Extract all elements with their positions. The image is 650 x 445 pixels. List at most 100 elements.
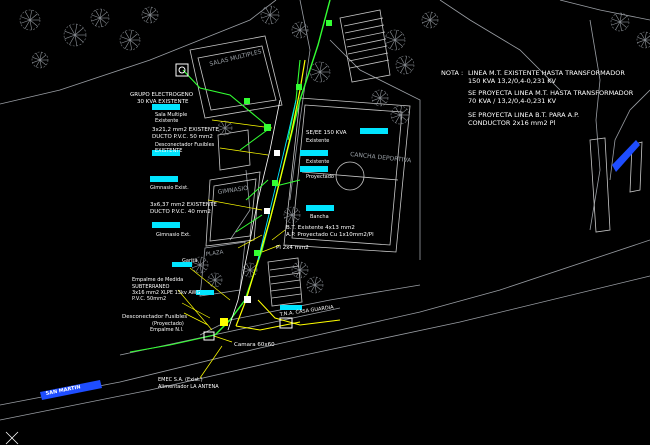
branch-b bbox=[245, 179, 269, 201]
ucs-icon bbox=[5, 431, 19, 445]
node-5 bbox=[254, 250, 260, 256]
tree-icon bbox=[371, 89, 389, 107]
branch-c bbox=[235, 214, 263, 233]
label-gimnasio-ext: Gimnasio Ext. bbox=[156, 232, 191, 238]
tree-icon bbox=[242, 262, 258, 278]
label-bt-line1: B.T. Existente 4x13 mm2 bbox=[286, 225, 355, 231]
tree-icon bbox=[217, 120, 233, 136]
street-label-box bbox=[40, 380, 102, 400]
label-existente: Existente bbox=[155, 118, 178, 124]
node-9 bbox=[326, 20, 332, 26]
nota-line-6: CONDUCTOR 2x16 mm2 Pl bbox=[468, 119, 556, 127]
node-7 bbox=[244, 98, 250, 104]
camara-symbol bbox=[203, 331, 215, 341]
equipment bbox=[175, 20, 332, 341]
label-bt-line2: A.P. Proyectado Cu 1x10mm2/Pl bbox=[286, 232, 374, 238]
nota-line-5: SE PROYECTA LINEA B.T. PARA A.P. bbox=[468, 111, 579, 119]
contour-3 bbox=[229, 169, 251, 241]
cancha-inner bbox=[291, 104, 403, 246]
branch-a bbox=[239, 127, 271, 151]
label-chips bbox=[150, 104, 388, 310]
tree-icon bbox=[207, 272, 223, 288]
creek-north bbox=[559, 0, 650, 21]
street-san-martin: SAN MARTIN bbox=[40, 380, 102, 400]
label-se: SE/EE 150 KVA bbox=[306, 130, 347, 136]
tree-icon bbox=[191, 256, 209, 274]
contour-1 bbox=[439, 0, 561, 91]
building-salas-multiples bbox=[189, 35, 283, 119]
node-1 bbox=[264, 124, 271, 131]
node-8 bbox=[296, 84, 302, 90]
label-grupo-kva: 30 KVA EXISTENTE bbox=[137, 99, 189, 105]
nota-block: NOTA : LINEA M.T. EXISTENTE HASTA TRANSF… bbox=[441, 69, 634, 127]
leaders bbox=[177, 119, 286, 379]
label-proyectado2: (Proyectado) bbox=[152, 321, 184, 327]
tree-icon bbox=[291, 21, 309, 39]
tree-icon bbox=[291, 261, 309, 279]
label-emec1: EMEC S.A. (Exist.) bbox=[158, 377, 203, 383]
branch-grupo bbox=[182, 69, 271, 129]
node-6 bbox=[244, 296, 251, 303]
label-empalme-medida: Empalme de Medida bbox=[132, 277, 183, 283]
tree-icon bbox=[309, 61, 331, 83]
label-subterraneo1: SUBTERRANEO bbox=[132, 284, 170, 290]
building-gimnasio bbox=[205, 171, 261, 247]
node-3 bbox=[272, 180, 278, 186]
label-gimnasio-exist: Gimnasio Exist. bbox=[150, 185, 189, 191]
tree-icon bbox=[421, 11, 439, 29]
label-desconectador: Desconectador Fusibles bbox=[155, 142, 215, 148]
label-sala-multiple: Sala Multiple bbox=[155, 112, 187, 118]
contour-2 bbox=[329, 39, 421, 260]
road-edge-b bbox=[0, 239, 650, 406]
label-desconectador2: Desconectador Fusibles bbox=[122, 314, 187, 320]
label-ducto2: DUCTO P.V.C. 40 mm2 bbox=[150, 209, 211, 215]
grupo-electrogeno-symbol bbox=[175, 63, 189, 77]
electrical-lines bbox=[129, 0, 341, 353]
tree-icon bbox=[90, 8, 110, 28]
empalme-symbol bbox=[220, 318, 228, 326]
creek-west bbox=[589, 19, 601, 231]
tree-icon bbox=[306, 276, 324, 294]
building-salas-inner bbox=[197, 45, 277, 111]
bleachers-south bbox=[267, 257, 303, 307]
label-cable1: 3x21,2 mm2 EXISTENTE bbox=[152, 127, 219, 133]
label-bancha: Bancha bbox=[310, 214, 329, 220]
cancha-outline bbox=[283, 97, 411, 253]
label-cable2: 3x6,37 mm2 EXISTENTE bbox=[150, 202, 217, 208]
trees bbox=[19, 5, 650, 294]
tree-icon bbox=[31, 51, 49, 69]
bleachers-north bbox=[339, 9, 391, 83]
bt-line-proposed bbox=[235, 59, 306, 327]
label-pl: Pl 2x4 mm2 bbox=[276, 245, 309, 251]
label-empalme-nl: Empalme N.I. bbox=[150, 327, 184, 333]
road-edge-c bbox=[0, 275, 650, 421]
bt-branch-south bbox=[235, 321, 301, 331]
annotation-labels: GRUPO ELECTROGENO 30 KVA EXISTENTE Sala … bbox=[122, 92, 374, 390]
tree-icon bbox=[636, 31, 650, 49]
tree-icon bbox=[283, 206, 301, 224]
label-subterraneo2: 3x16 mm2 XLPE 13kv AWG bbox=[132, 290, 200, 296]
bt-branch-guardia bbox=[257, 299, 341, 326]
label-ducto1: DUCTO P.V.C. 50 mm2 bbox=[152, 134, 213, 140]
nota-line-4: 70 KVA / 13,2/0,4-0,231 KV bbox=[468, 97, 557, 105]
label-existente2: Existente bbox=[306, 159, 329, 165]
branch-d bbox=[275, 179, 301, 187]
nota-line-1: LINEA M.T. EXISTENTE HASTA TRANSFORMADOR bbox=[468, 69, 625, 77]
creek-east bbox=[609, 89, 650, 181]
label-subterraneo3: P.V.C. 50mm2 bbox=[132, 296, 166, 302]
label-se-existente: Existente bbox=[306, 138, 329, 144]
label-grupo: GRUPO ELECTROGENO bbox=[130, 92, 194, 98]
cable-white bbox=[227, 99, 281, 331]
curb-line bbox=[119, 307, 341, 356]
grupo-circle bbox=[178, 66, 186, 74]
tree-icon bbox=[260, 5, 280, 25]
building-east bbox=[589, 137, 611, 233]
cancha-label: CANCHA DEPORTIVA bbox=[350, 151, 413, 164]
building-room-a bbox=[217, 129, 251, 171]
tree-icon bbox=[384, 29, 406, 51]
nota-line-2: 150 KVA 13,2/0,4-0,231 KV bbox=[468, 77, 557, 85]
road-edge-north bbox=[0, 0, 277, 105]
tree-icon bbox=[119, 29, 141, 51]
